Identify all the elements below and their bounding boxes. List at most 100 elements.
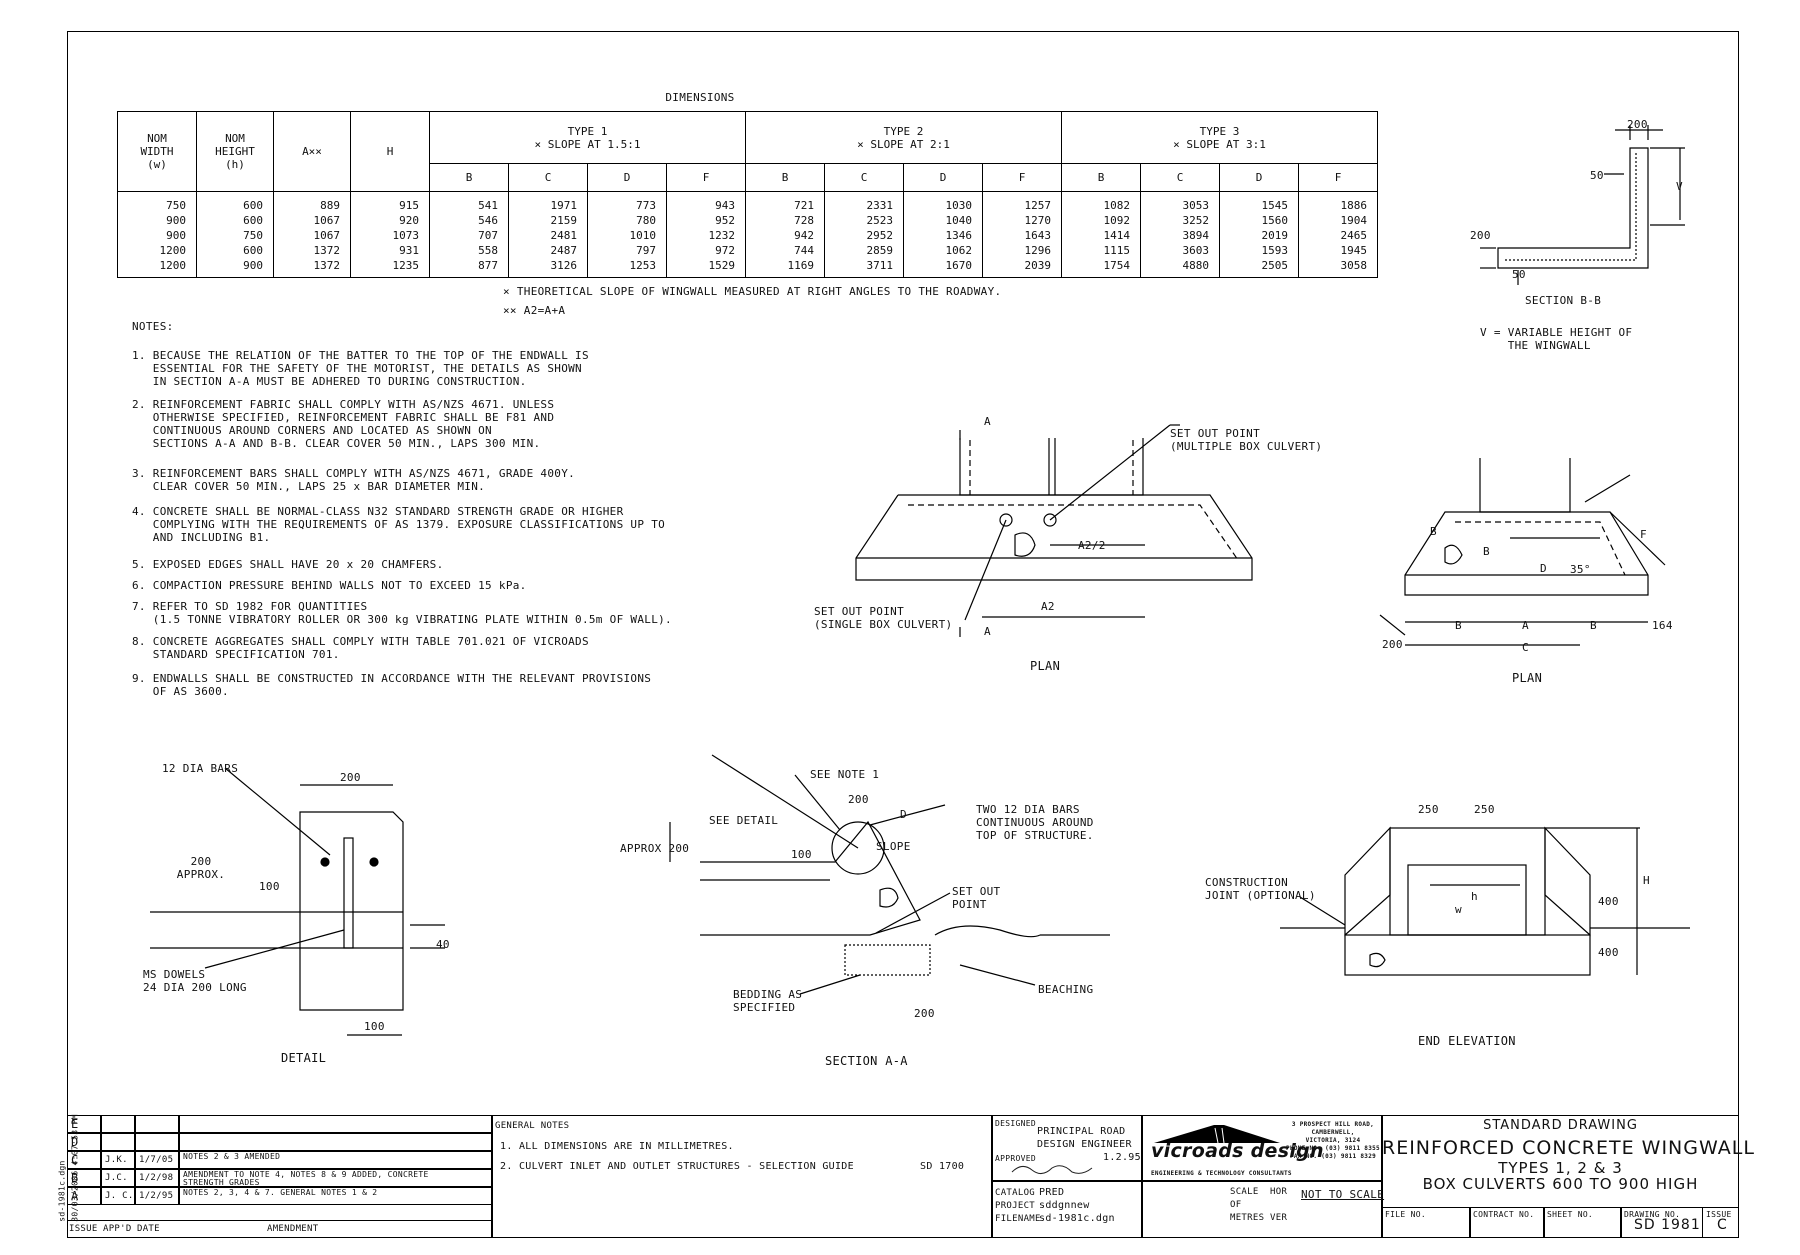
- file-no-label: FILE NO.: [1385, 1210, 1426, 1219]
- table-cell: 1270: [1024, 214, 1052, 227]
- scale-value: NOT TO SCALE: [1301, 1188, 1385, 1201]
- amendment-appd: J. C.: [105, 1191, 134, 1201]
- note-item: 6. COMPACTION PRESSURE BEHIND WALLS NOT …: [132, 579, 527, 592]
- note-item: 7. REFER TO SD 1982 FOR QUANTITIES (1.5 …: [132, 600, 672, 626]
- table-cell: 952: [715, 214, 735, 227]
- table-cell: 1593: [1261, 244, 1289, 257]
- table-cell: 1414: [1103, 229, 1131, 242]
- amendment-cell: B: [67, 1169, 101, 1187]
- issue-value: C: [1717, 1217, 1728, 1233]
- plan2-dim-a: A: [1522, 619, 1529, 632]
- table-cell: 2859: [866, 244, 894, 257]
- plan1-drawing: [855, 424, 1253, 637]
- amendment-cell: [101, 1133, 135, 1151]
- amendment-cell: D: [67, 1133, 101, 1151]
- table-cell: 1971: [550, 199, 578, 212]
- table-cell: 773: [636, 199, 656, 212]
- table-cell: 558: [478, 244, 498, 257]
- aa-dim-200: 200: [848, 793, 869, 806]
- section-bb-title: SECTION B-B: [1525, 294, 1602, 307]
- general-notes-heading: GENERAL NOTES: [495, 1121, 570, 1131]
- table-cell: 600: [243, 199, 263, 212]
- table-cell: 3603: [1182, 244, 1210, 257]
- ee-h-small: h: [1471, 890, 1478, 903]
- table-cell: 750: [166, 199, 186, 212]
- plan2-f: F: [1640, 528, 1647, 541]
- ee-h-big: H: [1643, 874, 1650, 887]
- contract-no-cell: [1470, 1207, 1544, 1238]
- col-appd: APP'D: [103, 1224, 132, 1234]
- table-cell: 920: [399, 214, 419, 227]
- contract-no-label: CONTRACT NO.: [1473, 1210, 1535, 1219]
- table-cell: 750: [243, 229, 263, 242]
- footnote-theoretical-slope: × THEORETICAL SLOPE OF WINGWALL MEASURED…: [503, 285, 1002, 298]
- table-cell: 2331: [866, 199, 894, 212]
- amendment-cell: [135, 1133, 179, 1151]
- table-cell: 1643: [1024, 229, 1052, 242]
- amendment-cell: NOTES 2, 3, 4 & 7. GENERAL NOTES 1 & 2: [179, 1187, 492, 1205]
- table-cell: 2487: [550, 244, 578, 257]
- table-cell: 3058: [1340, 259, 1368, 272]
- amendment-cell: J. C.: [101, 1187, 135, 1205]
- table-cell: 3894: [1182, 229, 1210, 242]
- table-cell: 2465: [1340, 229, 1368, 242]
- amendment-cell: [135, 1115, 179, 1133]
- project-value: sddgnnew: [1039, 1200, 1090, 1211]
- table-cell: 1115: [1103, 244, 1131, 257]
- amendment-text: NOTES 2, 3, 4 & 7. GENERAL NOTES 1 & 2: [183, 1188, 378, 1197]
- sheet-no-label: SHEET NO.: [1547, 1210, 1594, 1219]
- header-type1: TYPE 1 × SLOPE AT 1.5:1: [429, 111, 746, 164]
- table-cell: 1257: [1024, 199, 1052, 212]
- end-elevation-drawing: [1280, 826, 1690, 976]
- table-cell: 1200: [159, 259, 187, 272]
- col-issue: ISSUE: [69, 1224, 98, 1234]
- aa-dim-200-bottom: 200: [914, 1007, 935, 1020]
- table-cell: 2481: [550, 229, 578, 242]
- table-cell: 3126: [550, 259, 578, 272]
- table-cell: 1545: [1261, 199, 1289, 212]
- amendment-header-row: [67, 1220, 492, 1238]
- note-item: 5. EXPOSED EDGES SHALL HAVE 20 x 20 CHAM…: [132, 558, 444, 571]
- amendment-appd: J.K.: [105, 1155, 128, 1165]
- table-cell: 2523: [866, 214, 894, 227]
- table-cell: 889: [320, 199, 340, 212]
- detail-approx: 200 APPROX.: [176, 855, 226, 881]
- catalog-value: PRED: [1039, 1187, 1065, 1198]
- aa-approx: APPROX 200: [620, 842, 690, 855]
- plan2-b-inner: B: [1483, 545, 1490, 558]
- company-logo: vicroads design: [1151, 1140, 1324, 1162]
- table-cell: 707: [478, 229, 498, 242]
- designed-label: DESIGNED: [995, 1119, 1036, 1128]
- drawing-no-label: DRAWING NO.: [1624, 1210, 1681, 1219]
- project-label: PROJECT: [995, 1201, 1036, 1211]
- table-cell: 3252: [1182, 214, 1210, 227]
- plan2-dim-164: 164: [1652, 619, 1673, 632]
- plan2-b-top: B: [1430, 525, 1437, 538]
- drawing-no-cell: [1621, 1207, 1703, 1238]
- amendment-issue: C: [71, 1153, 79, 1167]
- table-cell: 900: [166, 214, 186, 227]
- sheet-no-cell: [1544, 1207, 1621, 1238]
- approved-date: 1.2.95: [1103, 1152, 1141, 1163]
- title-line3: BOX CULVERTS 600 TO 900 HIGH: [1422, 1175, 1699, 1193]
- aa-see-detail: SEE DETAIL: [709, 814, 779, 827]
- note-item: 9. ENDWALLS SHALL BE CONSTRUCTED IN ACCO…: [132, 672, 652, 698]
- table-cell: 744: [794, 244, 814, 257]
- footnote-a2: ×× A2=A+A: [503, 304, 566, 317]
- plan1-a2-half: A2/2: [1078, 539, 1106, 552]
- table-cell: 780: [636, 214, 656, 227]
- table-cell: 1235: [392, 259, 420, 272]
- header-nom-height: NOM HEIGHT (h): [196, 111, 274, 192]
- amendment-cell: AMENDMENT TO NOTE 4, NOTES 8 & 9 ADDED, …: [179, 1169, 492, 1187]
- aa-slope: SLOPE: [876, 840, 911, 853]
